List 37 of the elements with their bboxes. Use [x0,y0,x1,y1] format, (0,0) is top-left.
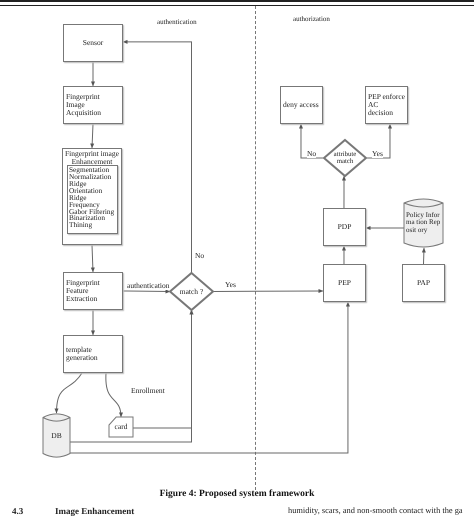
arrow [132,310,194,428]
arrow [342,246,346,264]
body-text: humidity, scars, and non-smooth contact with the ga [288,507,463,516]
arrow [54,372,83,414]
process-box [63,86,123,124]
arrow [366,124,392,158]
figure-caption: Figure 4: Proposed system framework [158,489,316,499]
process-box [402,264,445,302]
process-box [63,24,123,62]
arrow [91,62,95,86]
arrow [90,244,95,272]
section-number: 4.3 [12,507,24,516]
arrow [122,40,192,274]
arrow [105,372,123,418]
process-box [280,86,323,124]
arrow [298,124,324,158]
process-box [63,272,123,310]
arrow [70,302,350,454]
list-box [67,165,118,234]
arrow [212,289,324,293]
process-box [365,86,408,124]
process-box [323,264,366,302]
arrow [90,124,94,148]
decision-diamond [324,140,366,176]
process-box [323,208,366,246]
section-heading: Image Enhancement [55,507,134,516]
arrow [422,248,426,264]
database-cylinder [43,413,70,458]
process-box [63,335,123,373]
arrow [366,226,404,230]
arrow [91,310,95,336]
repository-cylinder [404,198,443,248]
arrow [122,289,170,294]
process-box [62,148,122,245]
arrow [342,176,346,208]
card-shape [109,417,133,437]
decision-diamond [170,273,213,310]
